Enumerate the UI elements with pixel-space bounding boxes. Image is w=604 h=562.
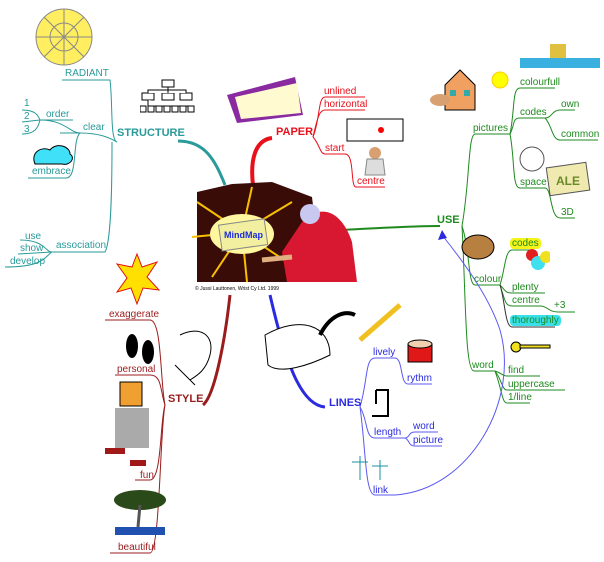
use-branch-label[interactable]: USE — [437, 214, 460, 226]
key-icon — [510, 341, 551, 353]
link-arrowhead — [438, 230, 447, 240]
node-order-1[interactable]: 1 — [24, 98, 30, 109]
node-1-line[interactable]: 1/line — [508, 392, 532, 403]
node-order-3[interactable]: 3 — [24, 124, 30, 135]
node-show[interactable]: show — [20, 243, 44, 254]
house-drawing-icon — [430, 69, 509, 111]
windmills-icon — [352, 456, 388, 480]
node-embrace[interactable]: embrace — [32, 166, 71, 177]
node-fun[interactable]: fun — [140, 470, 154, 481]
node-word[interactable]: word — [472, 360, 494, 371]
use-main-branch — [341, 225, 441, 231]
node-find[interactable]: find — [508, 365, 525, 376]
node-lines-word[interactable]: word — [413, 421, 435, 432]
structure-main-branch — [177, 139, 227, 186]
palette-balloons-icon — [461, 234, 550, 270]
node-horizontal[interactable]: horizontal — [324, 99, 368, 110]
node-colour[interactable]: colour — [474, 274, 502, 285]
node-picture[interactable]: picture — [413, 435, 444, 446]
node-colour-centre[interactable]: centre — [512, 295, 540, 306]
node-lively[interactable]: lively — [373, 347, 396, 358]
style-branch-label[interactable]: STYLE — [168, 393, 204, 405]
clamp-icon — [372, 389, 389, 417]
bonsai-tree-icon — [114, 490, 166, 535]
node-codes[interactable]: codes — [520, 107, 547, 118]
scroll-quill-pencil-icon — [264, 303, 402, 370]
node-rythm[interactable]: rythm — [407, 373, 432, 384]
node-uppercase[interactable]: uppercase — [508, 379, 555, 390]
landscape-picture-icon — [520, 44, 600, 68]
node-exaggerate[interactable]: exaggerate — [109, 309, 160, 320]
paper-stack-icon — [227, 77, 303, 123]
node-develop[interactable]: develop — [10, 256, 46, 267]
hierarchy-chart-icon — [140, 79, 195, 113]
footprints-icon — [126, 334, 154, 364]
structure-branch-label[interactable]: STRUCTURE — [117, 127, 185, 139]
drum-icon — [407, 339, 433, 363]
exaggerate-burst-icon — [115, 252, 160, 306]
svg-text:ALE: ALE — [556, 174, 580, 188]
node-association[interactable]: association — [56, 240, 107, 251]
copyright-text: © Jussi Lauttonen, Wrist Cy Ltd. 1999 — [195, 286, 279, 292]
paper-main-branch — [250, 136, 273, 186]
node-common[interactable]: common — [561, 129, 600, 140]
radiant-sun-icon — [35, 8, 93, 66]
node-beautiful[interactable]: beautiful — [118, 542, 156, 553]
person-holding-sign-icon — [346, 118, 404, 176]
node-space[interactable]: space — [520, 177, 547, 188]
mindmap-logo-text: MindMap — [224, 230, 263, 240]
node-personal[interactable]: personal — [117, 364, 156, 375]
node-order-2[interactable]: 2 — [24, 111, 30, 122]
node-unlined[interactable]: unlined — [324, 86, 357, 97]
node-plus3[interactable]: +3 — [554, 300, 566, 311]
node-clear[interactable]: clear — [83, 122, 105, 133]
lines-main-branch — [268, 294, 326, 409]
node-3d[interactable]: 3D — [561, 207, 574, 218]
wizard-illustration-icon: MindMap — [191, 182, 357, 283]
paper-branch-label[interactable]: PAPER — [276, 126, 314, 138]
face-sketch-icon — [174, 330, 212, 386]
node-link[interactable]: link — [373, 485, 389, 496]
node-pictures[interactable]: pictures — [473, 123, 509, 134]
node-own[interactable]: own — [561, 99, 580, 110]
node-order[interactable]: order — [46, 109, 70, 120]
node-centre[interactable]: centre — [357, 176, 385, 187]
node-colourfull[interactable]: colourfull — [520, 77, 561, 88]
node-radiant[interactable]: RADIANT — [65, 68, 109, 79]
node-use[interactable]: use — [25, 231, 42, 242]
box-head-man-icon — [105, 381, 149, 466]
sign-ale-icon: ALE — [519, 146, 591, 197]
cloud-icon — [33, 145, 73, 165]
node-length[interactable]: length — [374, 427, 402, 438]
node-colour-codes[interactable]: codes — [510, 238, 541, 249]
style-main-branch — [201, 294, 232, 407]
node-plenty[interactable]: plenty — [512, 282, 539, 293]
lines-branch-label[interactable]: LINES — [329, 397, 362, 409]
central-image: MindMap — [191, 182, 360, 294]
node-thoroughly[interactable]: thoroughly — [510, 315, 561, 326]
node-start[interactable]: start — [325, 143, 345, 154]
